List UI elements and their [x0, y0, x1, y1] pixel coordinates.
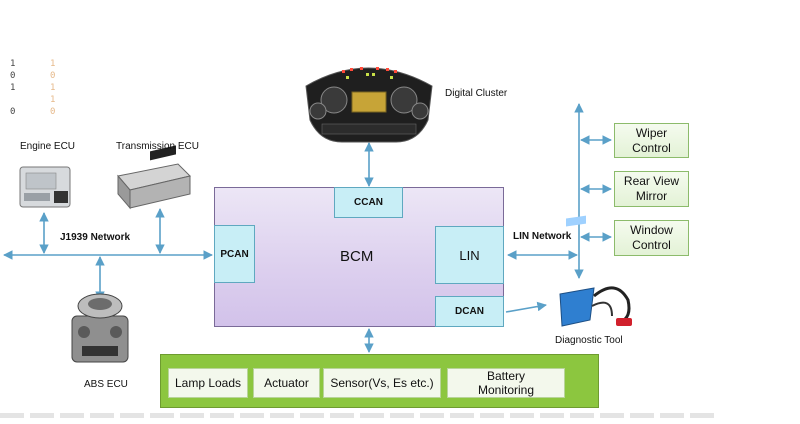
rear-view-mirror-node: Rear View Mirror — [614, 171, 689, 207]
engine-ecu-label: Engine ECU — [20, 141, 76, 152]
sensor-cell: Sensor(Vs, Es etc.) — [323, 368, 441, 398]
binary-digit: 0 — [10, 71, 16, 81]
binary-decoration: 1 0 1 0 — [10, 58, 15, 118]
window-control-node: Window Control — [614, 220, 689, 256]
lamp-loads-cell: Lamp Loads — [168, 368, 248, 398]
rear-view-mirror-line2: Mirror — [635, 189, 668, 203]
diagnostic-tool-label: Diagnostic Tool — [555, 335, 623, 346]
window-control-line2: Control — [632, 238, 671, 252]
digital-cluster-icon — [305, 67, 433, 143]
wiper-control-line2: Control — [632, 140, 671, 155]
battery-monitoring-cell: Battery Monitoring — [447, 368, 565, 398]
j1939-network-label: J1939 Network — [60, 232, 131, 243]
diagnostic-tool-icon — [559, 215, 632, 327]
dcan-port: DCAN — [435, 296, 504, 327]
actuator-cell: Actuator — [253, 368, 320, 398]
wiper-control-line1: Wiper — [635, 125, 668, 140]
dcan-diagnostic-link — [505, 301, 547, 313]
window-control-line1: Window — [630, 223, 673, 237]
abs-ecu-icon — [71, 293, 129, 363]
binary-digit: 1 — [10, 59, 16, 69]
bcm-title: BCM — [340, 248, 374, 265]
binary-digit: 1 — [10, 83, 16, 93]
pcan-port: PCAN — [214, 225, 255, 283]
engine-ecu-icon — [19, 166, 71, 208]
abs-ecu-label: ABS ECU — [84, 379, 128, 390]
lin-port: LIN — [435, 226, 504, 284]
transmission-ecu-label: Transmission ECU — [116, 141, 199, 152]
lin-network-label: LIN Network — [513, 231, 572, 242]
binary-digit: 0 — [10, 107, 16, 117]
rear-view-mirror-line1: Rear View — [623, 174, 680, 188]
digital-cluster-label: Digital Cluster — [445, 88, 508, 99]
transmission-ecu-icon — [117, 145, 191, 210]
wiper-control-node: Wiper Control — [614, 123, 689, 158]
ccan-port: CCAN — [334, 187, 403, 218]
battery-line1: Battery — [486, 369, 525, 383]
battery-line2: Monitoring — [477, 383, 535, 397]
footer-band — [0, 413, 720, 418]
